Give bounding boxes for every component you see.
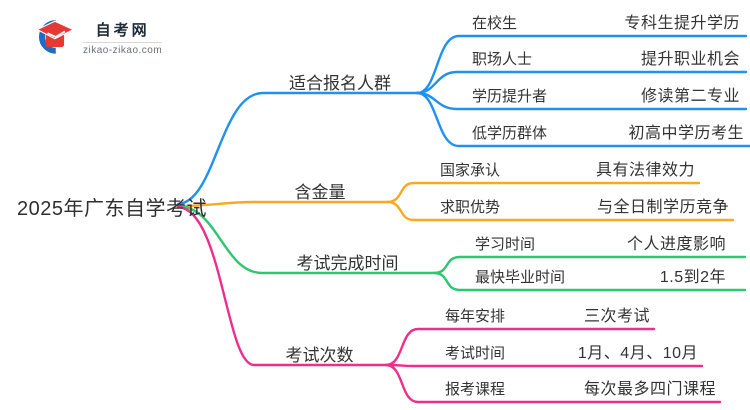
node-value: 专科生提升学历: [624, 15, 740, 32]
node-row: 职场人士 提升职业机会: [452, 47, 746, 69]
node-row: 学习时间 个人进度影响: [456, 232, 732, 254]
node-value: 个人进度影响: [626, 236, 726, 253]
root-node: 2025年广东自学考试: [17, 198, 207, 220]
branch-label-value: 含金量: [294, 183, 346, 202]
node-row: 低学历群体 初高中学历考生: [452, 121, 750, 143]
node-row: 考试时间 1月、4月、10月: [410, 341, 704, 363]
node-key: 每年安排: [445, 308, 506, 325]
node-key: 报考课程: [445, 381, 506, 398]
node-key: 最快毕业时间: [475, 269, 566, 286]
branch-label-eligible-groups: 适合报名人群: [289, 74, 391, 93]
node-key: 学习时间: [475, 236, 536, 253]
node-value: 修读第二专业: [640, 88, 740, 105]
node-key: 职场人士: [472, 51, 533, 68]
branch-lines-eligible: [176, 34, 750, 206]
node-key: 在校生: [472, 15, 518, 32]
node-key: 考试时间: [445, 345, 506, 362]
branch-label-exam-count: 考试次数: [285, 346, 354, 365]
node-row: 最快毕业时间 1.5到2年: [456, 265, 732, 287]
node-value: 1月、4月、10月: [577, 345, 698, 362]
node-row: 报考课程 每次最多四门课程: [410, 377, 722, 399]
site-logo: 自考网 zikao-zikao.com: [30, 16, 163, 56]
node-value: 与全日制学历竞争: [596, 199, 729, 216]
node-value: 初高中学历考生: [628, 125, 744, 142]
node-value: 1.5到2年: [659, 269, 726, 286]
node-row: 在校生 专科生提升学历: [452, 11, 746, 33]
node-value: 每次最多四门课程: [583, 381, 716, 398]
node-key: 国家承认: [440, 162, 501, 179]
node-value: 三次考试: [583, 308, 650, 325]
branch-lines-completion-time: [176, 204, 747, 292]
node-row: 求职优势 与全日制学历竞争: [410, 195, 735, 217]
site-name: 自考网: [95, 22, 150, 39]
graduation-cap-icon: [36, 20, 75, 54]
branch-lines-value: [176, 181, 735, 222]
node-value: 提升职业机会: [640, 51, 740, 68]
node-value: 具有法律效力: [595, 162, 695, 179]
node-key: 低学历群体: [472, 125, 548, 142]
branch-lines-exam-count: [176, 205, 722, 404]
node-key: 求职优势: [440, 199, 501, 216]
node-row: 每年安排 三次考试: [410, 304, 656, 326]
node-key: 学历提升者: [472, 88, 548, 105]
branch-label-completion-time: 考试完成时间: [296, 254, 399, 273]
site-url: zikao-zikao.com: [83, 42, 163, 56]
node-row: 学历提升者 修读第二专业: [452, 84, 746, 106]
node-row: 国家承认 具有法律效力: [410, 158, 701, 180]
